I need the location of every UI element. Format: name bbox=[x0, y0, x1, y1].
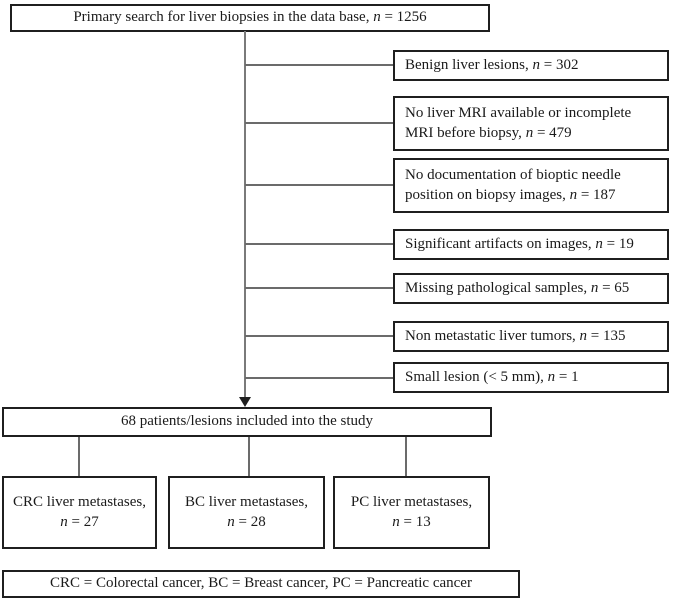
exclusion-label: Small lesion (< 5 mm), n = 1 bbox=[405, 368, 579, 385]
group-count: n = 27 bbox=[60, 513, 99, 530]
group-box-pc: PC liver metastases,n = 13 bbox=[333, 476, 490, 549]
connector-line bbox=[245, 287, 393, 289]
included-patients-label: 68 patients/lesions included into the st… bbox=[120, 413, 374, 430]
exclusion-box-missing-samples: Missing pathological samples, n = 65 bbox=[393, 273, 669, 304]
group-box-bc: BC liver metastases,n = 28 bbox=[168, 476, 325, 549]
group-count: n = 13 bbox=[392, 513, 431, 530]
exclusion-label: Missing pathological samples, n = 65 bbox=[405, 279, 630, 296]
connector-line bbox=[245, 184, 393, 186]
connector-line bbox=[248, 437, 250, 476]
connector-line bbox=[245, 377, 393, 379]
group-label: BC liver metastases,n = 28 bbox=[185, 493, 308, 532]
exclusion-box-non-metastatic: Non metastatic liver tumors, n = 135 bbox=[393, 321, 669, 352]
exclusion-box-small-lesion: Small lesion (< 5 mm), n = 1 bbox=[393, 362, 669, 393]
arrow-down-icon bbox=[239, 397, 251, 407]
connector-line bbox=[78, 437, 80, 476]
flow-trunk-line bbox=[244, 31, 246, 398]
abbreviation-legend-label: CRC = Colorectal cancer, BC = Breast can… bbox=[50, 575, 472, 592]
exclusion-label: Benign liver lesions, n = 302 bbox=[405, 56, 579, 73]
connector-line bbox=[405, 437, 407, 476]
exclusion-box-no-needle-documentation: No documentation of bioptic needle posit… bbox=[393, 158, 669, 213]
group-count: n = 28 bbox=[227, 513, 266, 530]
exclusion-label: Non metastatic liver tumors, n = 135 bbox=[405, 327, 626, 344]
connector-line bbox=[245, 122, 393, 124]
included-patients-box: 68 patients/lesions included into the st… bbox=[2, 407, 492, 437]
group-box-crc: CRC liver metastases,n = 27 bbox=[2, 476, 157, 549]
group-label: CRC liver metastases,n = 27 bbox=[13, 493, 146, 532]
connector-line bbox=[245, 243, 393, 245]
primary-search-box: Primary search for liver biopsies in the… bbox=[10, 4, 490, 32]
connector-line bbox=[245, 335, 393, 337]
exclusion-label: No liver MRI available or incomplete MRI… bbox=[405, 105, 632, 141]
exclusion-box-benign-lesions: Benign liver lesions, n = 302 bbox=[393, 50, 669, 81]
exclusion-box-no-mri: No liver MRI available or incomplete MRI… bbox=[393, 96, 669, 151]
exclusion-box-artifacts: Significant artifacts on images, n = 19 bbox=[393, 229, 669, 260]
primary-search-label: Primary search for liver biopsies in the… bbox=[73, 9, 427, 26]
exclusion-label: No documentation of bioptic needle posit… bbox=[405, 167, 621, 203]
exclusion-label: Significant artifacts on images, n = 19 bbox=[405, 235, 634, 252]
abbreviation-legend-box: CRC = Colorectal cancer, BC = Breast can… bbox=[2, 570, 520, 598]
group-label: PC liver metastases,n = 13 bbox=[351, 493, 472, 532]
connector-line bbox=[245, 64, 393, 66]
